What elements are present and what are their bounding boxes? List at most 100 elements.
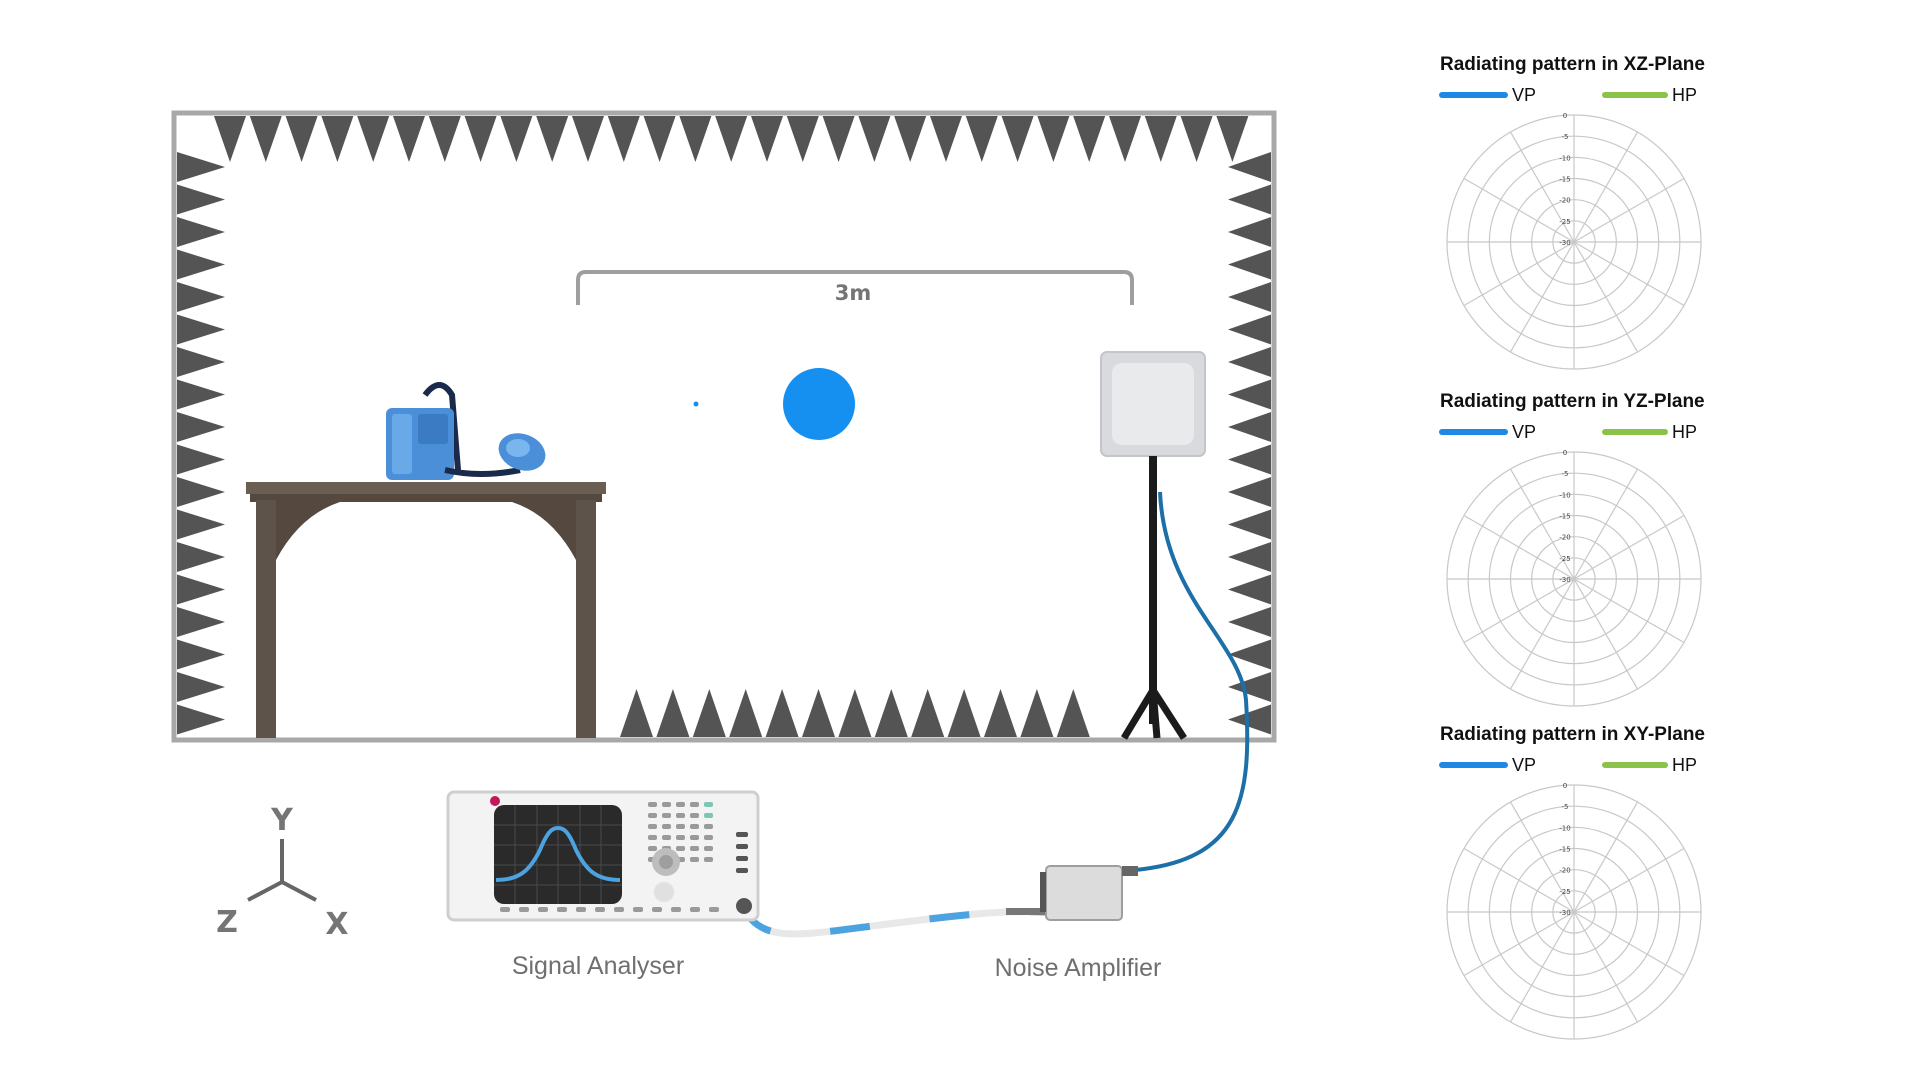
- absorber-cone: [947, 689, 981, 737]
- polar-spoke: [1463, 241, 1575, 307]
- analyser-key: [633, 907, 643, 912]
- absorber-cone: [965, 116, 998, 162]
- absorber-cone: [1228, 249, 1271, 280]
- polar-spoke: [1463, 911, 1575, 977]
- analyser-key: [676, 824, 685, 829]
- absorber-cone: [500, 116, 533, 162]
- polar-chart: 0-5-10-15-20-25-30: [1446, 449, 1702, 707]
- polar-spoke: [1573, 241, 1639, 353]
- vp-legend-label: VP: [1512, 85, 1536, 105]
- analyser-key: [662, 824, 671, 829]
- polar-tick-label: -30: [1559, 909, 1570, 917]
- polar-tick-label: -10: [1559, 491, 1570, 499]
- polar-tick-label: -5: [1562, 470, 1569, 478]
- absorber-cone: [177, 509, 225, 540]
- absorber-cone: [715, 116, 748, 162]
- polar-tick-label: -20: [1559, 534, 1570, 542]
- polar-tick-label: -5: [1562, 133, 1569, 141]
- analyser-key: [676, 835, 685, 840]
- absorbers-left: [177, 152, 225, 735]
- analyser-key: [676, 846, 685, 851]
- vp-legend-label: VP: [1512, 422, 1536, 442]
- polar-tick-label: -20: [1559, 197, 1570, 205]
- polar-spoke: [1573, 801, 1639, 913]
- signal-dot-large: [783, 368, 855, 440]
- absorber-cone: [692, 689, 726, 737]
- absorber-cone: [1109, 116, 1141, 162]
- polar-spoke: [1463, 177, 1575, 243]
- absorber-cone: [177, 672, 225, 702]
- chamber-wall: [171, 110, 1277, 743]
- polar-chart: 0-5-10-15-20-25-30: [1446, 112, 1702, 370]
- absorber-cone: [249, 116, 282, 162]
- signal-analyser-label: Signal Analyser: [512, 952, 684, 980]
- absorber-cone: [765, 689, 799, 737]
- absorber-cone: [1228, 509, 1271, 540]
- absorber-cone: [1228, 704, 1271, 735]
- noise-amplifier-label: Noise Amplifier: [995, 954, 1162, 982]
- absorber-cone: [930, 116, 962, 162]
- analyser-key: [676, 802, 685, 807]
- polar-spoke: [1573, 468, 1639, 580]
- analyser-key: [648, 813, 657, 818]
- absorber-cone: [357, 116, 390, 162]
- axis-z-label: Z: [216, 905, 238, 940]
- hp-legend-label: HP: [1672, 755, 1697, 775]
- distance-label: 3m: [835, 281, 872, 305]
- absorber-cone: [1228, 542, 1271, 572]
- polar-tick-label: 0: [1563, 449, 1567, 457]
- absorber-cone: [177, 314, 225, 345]
- polar-spoke: [1573, 514, 1685, 580]
- analyser-keypad: [500, 802, 748, 912]
- absorber-cone: [1020, 689, 1054, 737]
- vp-legend-label: VP: [1512, 755, 1536, 775]
- absorber-cone: [536, 116, 569, 162]
- absorber-cone: [1228, 184, 1271, 215]
- analyser-key: [614, 907, 624, 912]
- absorbers-right: [1228, 152, 1271, 735]
- polar-spoke: [1573, 131, 1639, 243]
- polar-spoke: [1509, 241, 1575, 353]
- absorber-cone: [679, 116, 712, 162]
- absorber-cone: [1228, 347, 1271, 377]
- coordinate-axes: Y Z X: [216, 803, 348, 942]
- analyser-key: [704, 813, 713, 818]
- absorber-cone: [1228, 217, 1271, 247]
- absorber-cone: [177, 639, 225, 670]
- anechoic-chamber: [171, 110, 1277, 743]
- absorber-cone: [874, 689, 908, 737]
- analyser-key: [671, 907, 681, 912]
- absorber-cone: [1180, 116, 1213, 162]
- analyser-key: [736, 844, 748, 849]
- absorbers-top: [214, 116, 1249, 162]
- analyser-key: [690, 802, 699, 807]
- polar-spoke: [1509, 468, 1575, 580]
- absorber-cone: [177, 379, 225, 410]
- polar-spoke: [1463, 847, 1575, 913]
- absorber-cone: [1228, 672, 1271, 702]
- analyser-key: [736, 868, 748, 873]
- absorber-cone: [786, 116, 819, 162]
- absorber-cone: [285, 116, 318, 162]
- absorber-cone: [643, 116, 676, 162]
- analyser-key: [690, 907, 700, 912]
- analyser-key: [652, 907, 662, 912]
- polar-tick-label: -25: [1559, 555, 1570, 563]
- absorber-cone: [177, 249, 225, 280]
- pattern-title: Radiating pattern in XZ-Plane: [1440, 54, 1705, 75]
- hp-legend-label: HP: [1672, 85, 1697, 105]
- noise-amplifier: [1040, 865, 1138, 921]
- analyser-key: [704, 846, 713, 851]
- absorber-cone: [822, 116, 855, 162]
- polar-spoke: [1573, 177, 1685, 243]
- absorber-cone: [428, 116, 461, 162]
- absorber-cone: [894, 116, 927, 162]
- absorber-cone: [1228, 152, 1271, 182]
- polar-tick-label: 0: [1563, 112, 1567, 120]
- analyser-trace: [495, 825, 621, 882]
- absorber-cone: [393, 116, 425, 162]
- polar-spoke: [1463, 578, 1575, 644]
- absorber-cone: [177, 217, 225, 247]
